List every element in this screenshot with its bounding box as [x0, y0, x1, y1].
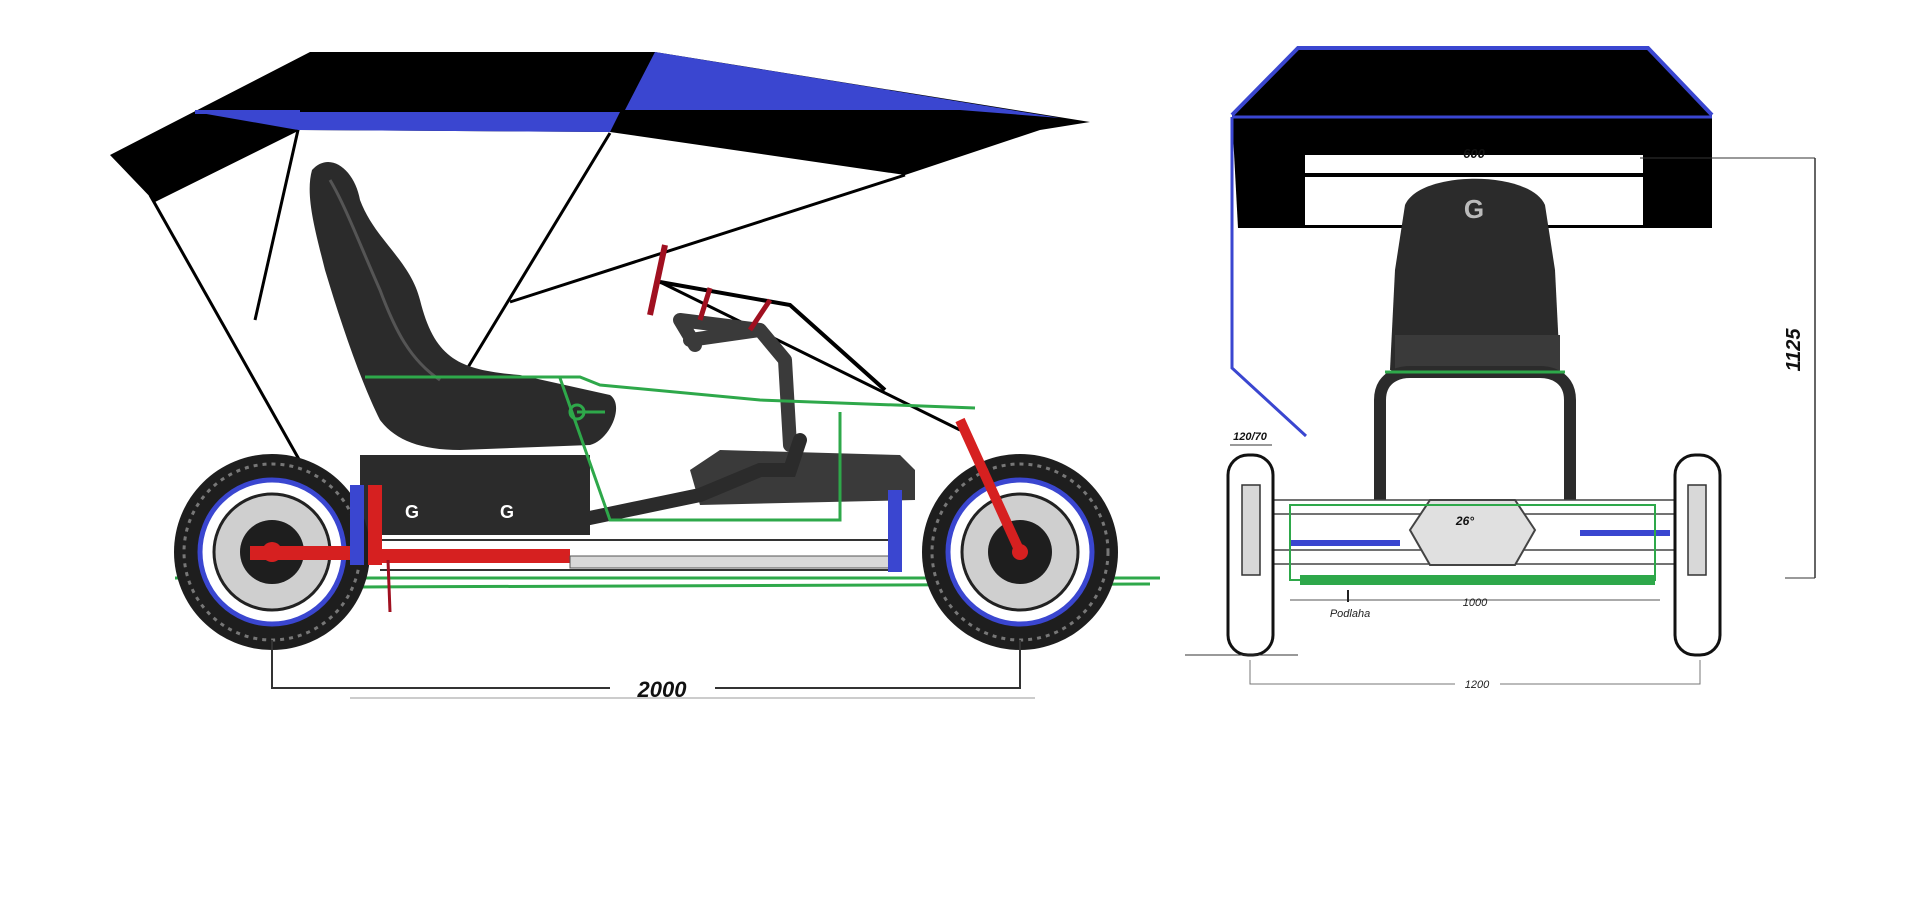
canopy-roof: [110, 52, 1090, 300]
front-view: 600 G 26° 120/70: [1185, 46, 1816, 691]
seat-frame-front: [1374, 366, 1576, 510]
track-dim-line: [1249, 660, 1701, 685]
red-mirror-1: [647, 244, 668, 316]
rear-wheel: [174, 454, 370, 650]
left-tire-hub: [1241, 484, 1261, 576]
rear-post-red: [368, 485, 382, 565]
rear-suspension: [350, 485, 392, 613]
right-tire-hub: [1687, 484, 1707, 576]
rear-strut-left: [148, 194, 307, 471]
rail-grey: [569, 555, 901, 569]
green-top-line: [365, 375, 976, 410]
dash-bar: [659, 280, 887, 392]
battery-logo-1: G: [405, 502, 419, 522]
front-green-outline: [1289, 504, 1656, 581]
axle-center-hub: [1408, 499, 1537, 566]
steering-assembly: [647, 244, 887, 452]
racing-seat-front: G: [1374, 178, 1576, 510]
green-cabin-line: [558, 377, 842, 522]
rear-axle-red: [250, 546, 360, 560]
seat-highlight: [328, 179, 441, 382]
wheelbase-label: 2000: [637, 677, 688, 702]
front-strut: [509, 173, 906, 304]
front-wheel: [888, 417, 1118, 650]
canopy-blue-stripe: [195, 112, 620, 132]
canopy-blue-front: [625, 52, 1060, 118]
chassis-lower-frame: [690, 450, 915, 505]
chassis: G G: [360, 433, 915, 535]
seat-logo: G: [1464, 194, 1484, 224]
height-label: 1125: [1783, 328, 1805, 372]
red-mirror-2: [697, 287, 713, 321]
battery-box: [360, 455, 590, 535]
front-dimensions: 1125 1000 Podlaha 1200: [1185, 157, 1816, 691]
side-view: G G: [110, 52, 1160, 702]
floor-label: Podlaha: [1330, 608, 1370, 620]
front-fork-red: [955, 417, 1025, 555]
wheelbase-dimension: 2000: [271, 640, 1035, 702]
angle-label: 26°: [1455, 514, 1474, 528]
front-axle: 26°: [1249, 499, 1691, 585]
rear-post-blue: [350, 485, 364, 565]
wheelbase-dim-line: [271, 640, 1021, 689]
track-label: 1200: [1465, 679, 1490, 691]
steering-frame: [673, 313, 797, 452]
seat-width-label: 600: [1463, 146, 1485, 161]
front-view-tires: 120/70: [1226, 431, 1722, 657]
axle-blue-right: [1580, 530, 1670, 536]
rear-post-red-tail: [386, 559, 392, 613]
floor-width-label: 1000: [1463, 597, 1488, 609]
red-mirror-3: [747, 298, 773, 332]
rear-strut-inner: [253, 129, 300, 321]
front-roof-blue-outline: [1230, 46, 1714, 117]
front-roof: 600: [1230, 46, 1714, 438]
canopy-white-panel: [255, 132, 605, 300]
tire-size-label: 120/70: [1233, 431, 1268, 443]
battery-logo-2: G: [500, 502, 514, 522]
front-pillar-blue: [1230, 117, 1308, 438]
front-post-blue: [888, 490, 902, 572]
chassis-tube: [573, 433, 807, 527]
seat-front-shell: [1390, 178, 1560, 370]
axle-blue-left: [1290, 540, 1400, 546]
